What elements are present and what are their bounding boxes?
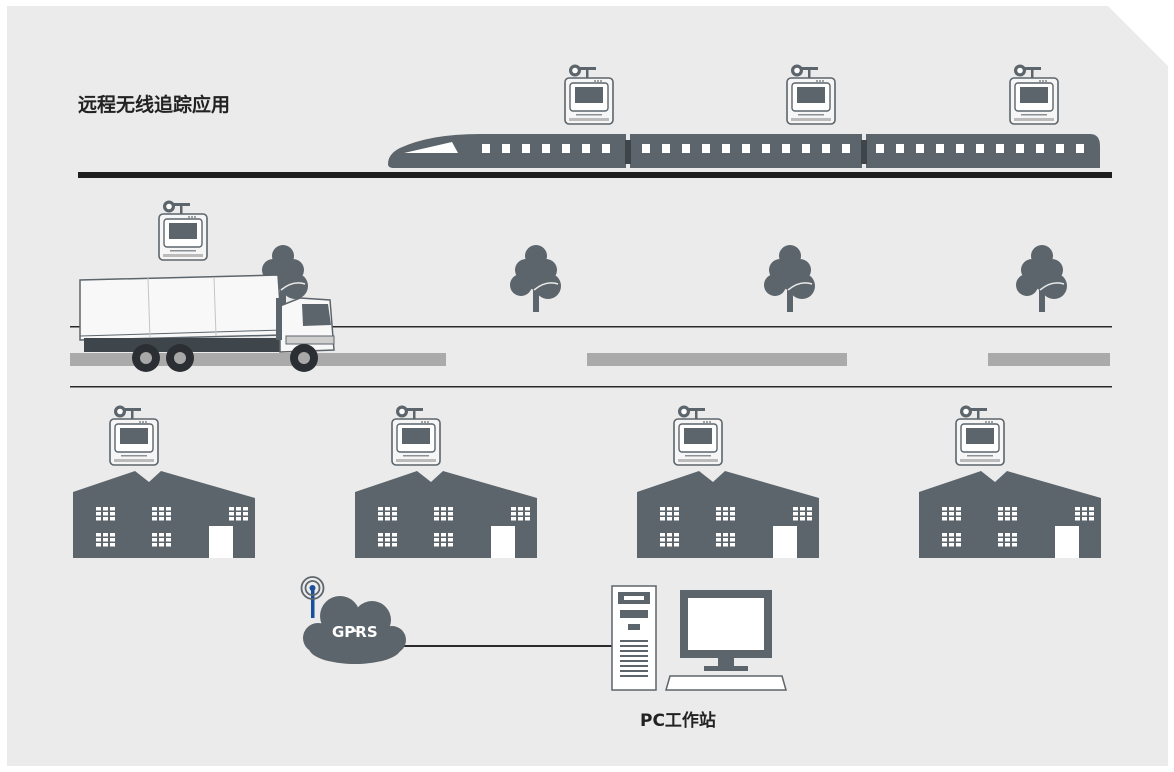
diagram-title: 远程无线追踪应用 <box>78 94 231 116</box>
lane-marking <box>587 353 847 366</box>
pc-workstation-label: PC工作站 <box>640 711 716 731</box>
road-edge-top <box>70 326 1112 328</box>
network-link <box>400 645 612 647</box>
road-edge-bottom <box>70 386 1112 388</box>
pc-workstation-icon <box>611 585 787 691</box>
gprs-label: GPRS <box>332 623 378 641</box>
lane-marking <box>988 353 1110 366</box>
antenna-icon <box>300 576 325 618</box>
truck-icon <box>79 274 335 372</box>
network-row <box>300 576 787 691</box>
cloud-icon <box>303 596 406 664</box>
road-row <box>70 199 1112 388</box>
train-row <box>78 63 1112 178</box>
lane-marking <box>70 353 446 366</box>
high-speed-train-icon <box>388 134 1100 168</box>
rail-track <box>78 172 1112 178</box>
